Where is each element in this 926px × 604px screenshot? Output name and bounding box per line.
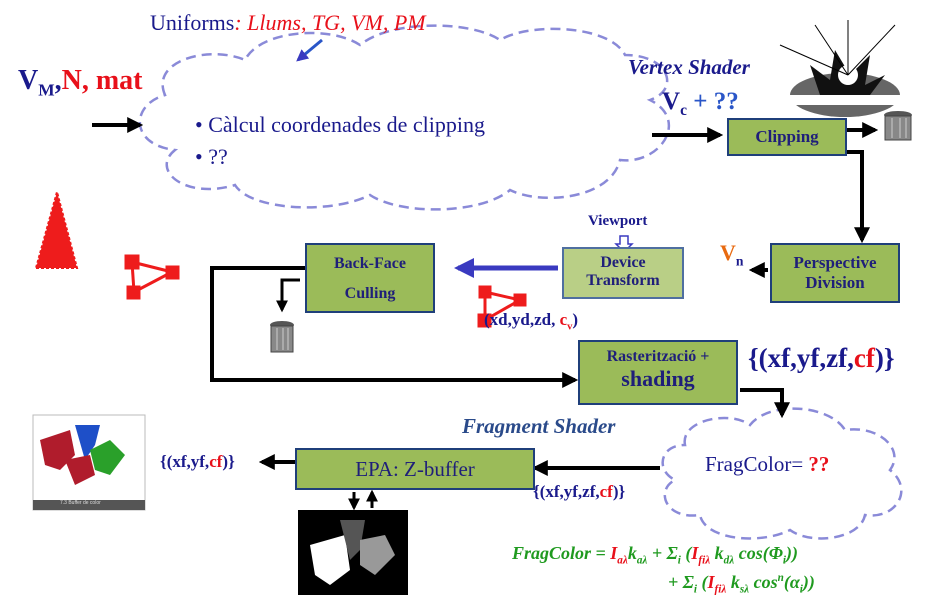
vertex-shader-label: Vertex Shader xyxy=(628,55,750,79)
epa-output-label: {(xf,yf,cf)} xyxy=(160,452,235,471)
uniforms-label: Uniforms: Llums, TG, VM, PM xyxy=(150,10,426,36)
cloud1-bullet-2: • ?? xyxy=(195,144,228,169)
back-face-culling-box: Back-Face Culling xyxy=(305,243,435,313)
vn-label: Vn xyxy=(720,240,744,269)
device-transform-box: Device Transform xyxy=(562,247,684,299)
vertex-shader-cloud xyxy=(138,24,671,211)
input-triangle xyxy=(34,188,79,269)
fragment-shader-cloud xyxy=(661,407,903,540)
lighting-model-icon xyxy=(779,20,907,117)
vc-label: Vc + ?? xyxy=(662,88,739,119)
fragcolor-label: FragColor= ?? xyxy=(705,452,830,476)
rasterization-shading-box: Rasterització + shading xyxy=(578,340,738,405)
trash-can-icon-2 xyxy=(270,321,294,353)
fragment-shader-label: Fragment Shader xyxy=(462,414,616,438)
trash-can-icon xyxy=(884,111,912,141)
perspective-division-box: Perspective Division xyxy=(770,243,900,303)
viewport-label: Viewport xyxy=(588,213,648,229)
formula-line-2: + Σi (Ifiλ ksλ cosn(αi)) xyxy=(668,572,815,596)
clipping-box: Clipping xyxy=(727,118,847,156)
triangle-vertices-icon xyxy=(124,254,180,300)
device-output-label: (xd,yd,zd, cv) xyxy=(484,310,579,333)
input-label: VM,N, mat xyxy=(18,65,143,100)
color-buffer-caption: 7.3 Buffer de color xyxy=(60,500,101,506)
raster-output-label: {(xf,yf,zf,cf)} xyxy=(748,343,895,373)
epa-input-label: {(xf,yf,zf,cf)} xyxy=(533,482,626,501)
formula-line-1: FragColor = Iaλkaλ + Σi (Ifiλ kdλ cos(Φi… xyxy=(512,543,799,567)
device-triangle-icon xyxy=(477,285,527,328)
z-buffer-image xyxy=(298,510,408,595)
uniforms-prefix: Uniforms xyxy=(150,10,235,35)
color-buffer-image xyxy=(32,414,146,511)
epa-zbuffer-box: EPA: Z-buffer xyxy=(295,448,535,490)
uniforms-list: : Llums, TG, VM, PM xyxy=(234,10,426,35)
cloud1-bullet-1: • Càlcul coordenades de clipping xyxy=(195,112,485,137)
